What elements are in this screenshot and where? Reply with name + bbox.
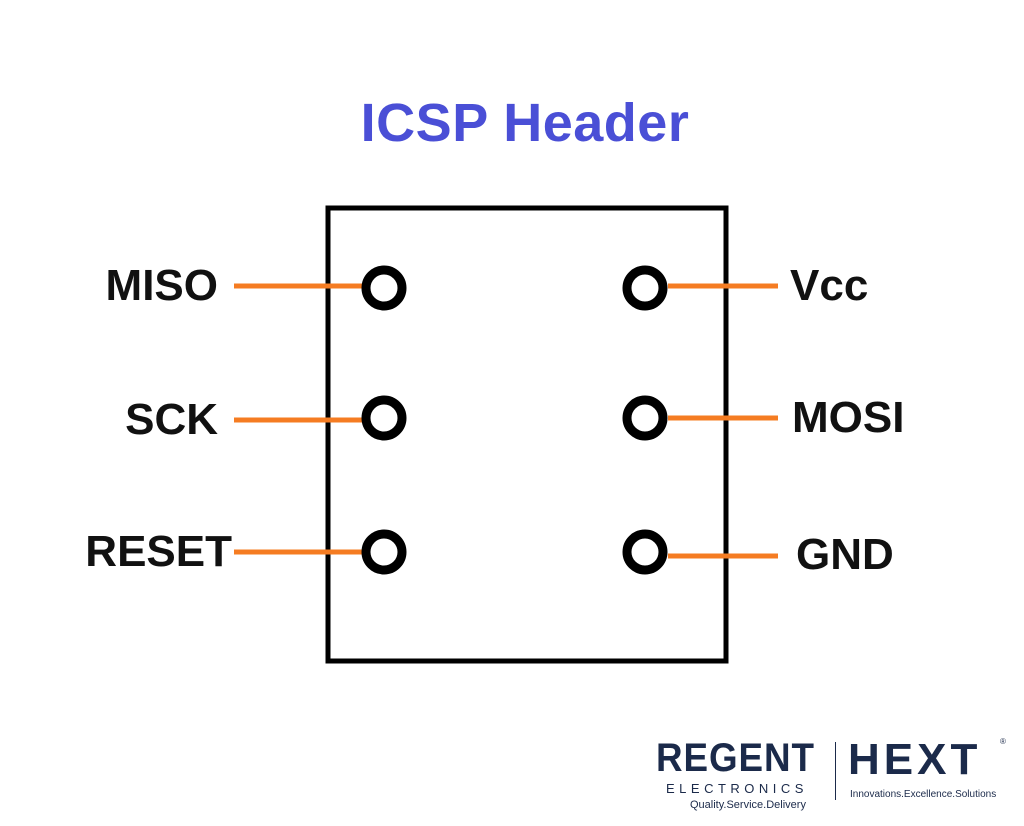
pin-mosi [622,395,668,441]
pin-vcc [622,265,668,311]
pin-label-miso: MISO [105,261,218,310]
logo-registered-mark: ® [1000,737,1006,746]
pin-label-gnd: GND [796,530,894,579]
brand-logo: REGENT ELECTRONICS Quality.Service.Deliv… [650,738,1010,818]
pin-label-mosi: MOSI [792,393,905,442]
logo-divider [835,742,836,800]
pin-reset [361,529,407,575]
logo-partner-name: HEXT [848,735,982,784]
logo-division: ELECTRONICS [666,781,808,796]
diagram-title: ICSP Header [360,93,690,153]
logo-tagline-right: Innovations.Excellence.Solutions [850,789,997,800]
logo-brand-name: REGENT [656,736,815,780]
pin-label-reset: RESET [85,527,232,576]
pin-miso [361,265,407,311]
pin-label-vcc: Vcc [790,261,869,310]
pin-label-sck: SCK [125,395,218,444]
pin-gnd [622,529,668,575]
pin-sck [361,395,407,441]
header-body-outline [325,205,729,664]
logo-tagline-left: Quality.Service.Delivery [690,799,806,811]
